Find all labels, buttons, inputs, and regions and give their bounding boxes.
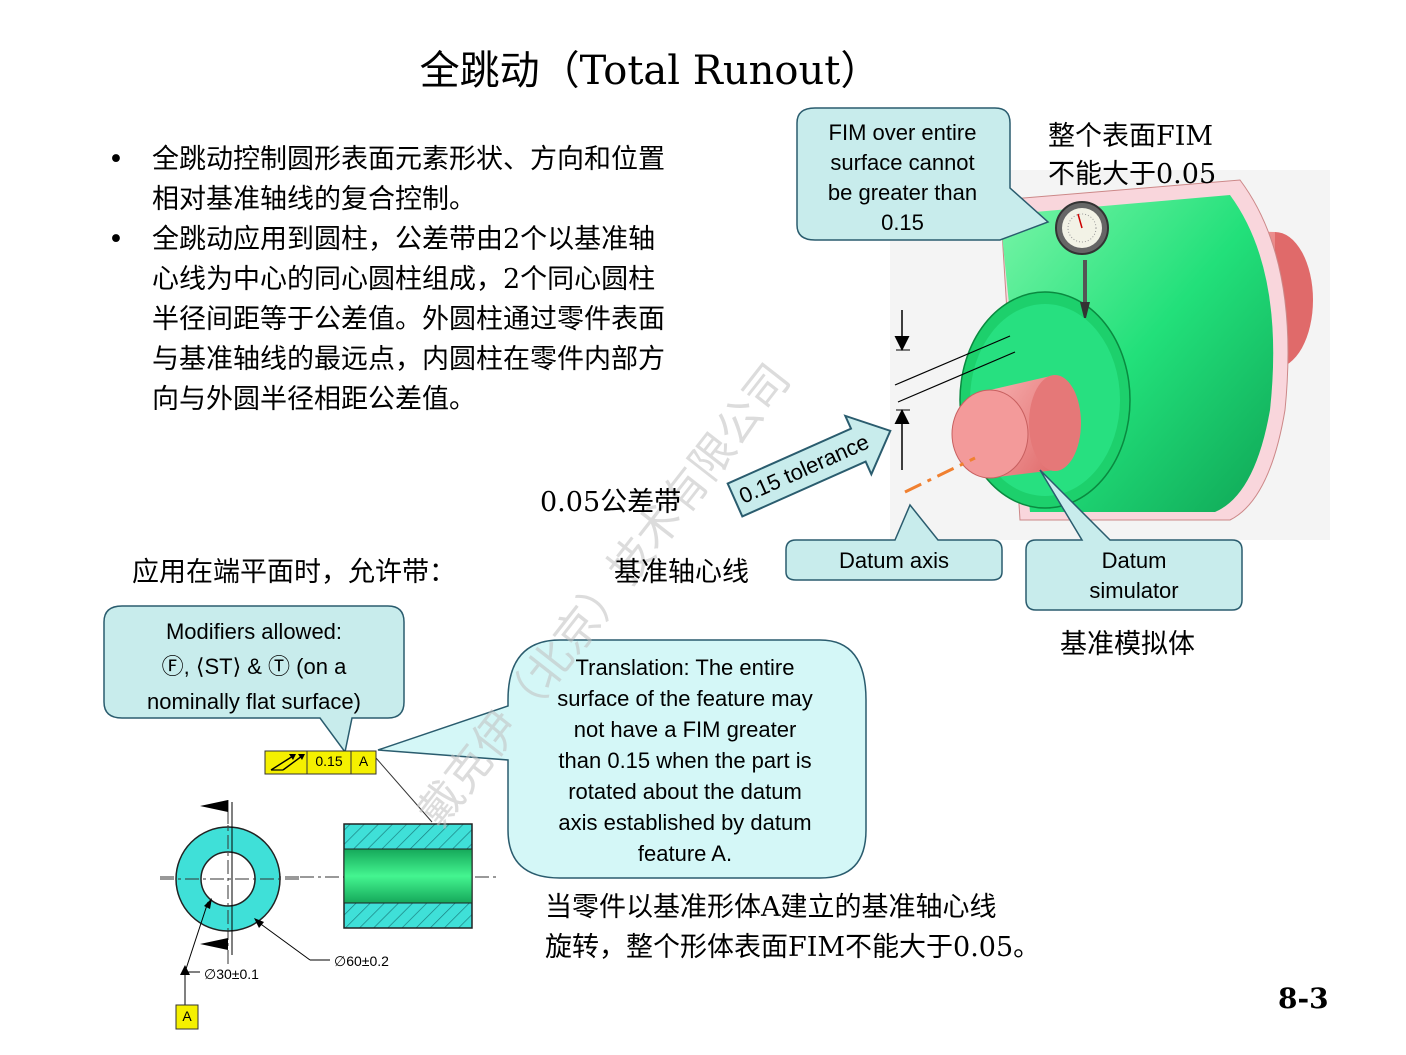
total-runout-icon [270, 754, 305, 771]
translation-line: feature A. [637, 841, 733, 866]
side-section-view [300, 823, 500, 929]
page-number: 8-3 [1278, 982, 1329, 1015]
outer-diameter-dim: ∅60±0.2 [334, 953, 389, 969]
translation-cn-label: 当零件以基准形体A建立的基准轴心线 旋转，整个形体表面FIM不能大于0.05。 [545, 888, 1040, 968]
translation-line: Translation: The entire [575, 655, 795, 680]
fim-line: FIM over entire [828, 120, 977, 145]
modifiers-line: Ⓕ, ⟨ST⟩ & Ⓣ (on a [161, 654, 347, 679]
datum-a-box [175, 1004, 199, 1030]
datum-simulator-cn-label: 基准模拟体 [1060, 629, 1195, 660]
translation-cn-line: 当零件以基准形体A建立的基准轴心线 [545, 892, 997, 923]
bullet-item: • 全跳动应用到圆柱，公差带由2个以基准轴心线为中心的同心圆柱组成，2个同心圆柱… [108, 220, 668, 420]
fim-cn-line: 不能大于0.05 [1048, 159, 1217, 190]
datum-axis-callout-bubble [785, 503, 1003, 581]
translation-line: surface of the feature may [557, 686, 813, 711]
modifiers-callout-text: Modifiers allowed: Ⓕ, ⟨ST⟩ & Ⓣ (on a nom… [104, 614, 404, 719]
datum-a-label: A [182, 1008, 192, 1024]
tolerance-zone-cn-label: 0.05公差带 [540, 487, 682, 518]
dial-indicator-icon [1055, 201, 1109, 318]
fim-line: surface cannot [830, 150, 975, 175]
bullet-text: 全跳动控制圆形表面元素形状、方向和位置相对基准轴线的复合控制。 [152, 144, 665, 215]
fim-line: 0.15 [881, 210, 924, 235]
modifiers-line: nominally flat surface) [147, 689, 361, 714]
feature-control-frame [264, 750, 433, 823]
datum-axis-line [904, 456, 976, 494]
translation-callout-bubble [377, 639, 867, 879]
translation-callout-text: Translation: The entire surface of the f… [520, 652, 850, 869]
fim-cn-line: 整个表面FIM [1048, 121, 1214, 152]
fim-callout-text: FIM over entire surface cannot be greate… [800, 118, 1005, 238]
translation-line: axis established by datum [558, 810, 812, 835]
fim-line: be greater than [827, 180, 978, 205]
bullet-text: 全跳动应用到圆柱，公差带由2个以基准轴心线为中心的同心圆柱组成，2个同心圆柱半径… [152, 224, 665, 415]
datum-axis-cn-label: 基准轴心线 [614, 557, 749, 588]
translation-cn-line: 旋转，整个形体表面FIM不能大于0.05。 [545, 932, 1041, 963]
bullet-list: • 全跳动控制圆形表面元素形状、方向和位置相对基准轴线的复合控制。 • 全跳动应… [108, 140, 668, 420]
inner-diameter-dim: ∅30±0.1 [204, 966, 259, 982]
translation-line: rotated about the datum [568, 779, 802, 804]
modifiers-line: Modifiers allowed: [165, 619, 343, 644]
translation-line: not have a FIM greater [573, 717, 797, 742]
datum-simulator-line: simulator [1089, 578, 1179, 603]
datum-simulator-callout-bubble [1025, 469, 1243, 611]
fcf-datum: A [358, 753, 369, 769]
page-title: 全跳动（Total Runout） [419, 48, 881, 94]
datum-simulator-line: Datum [1101, 548, 1167, 573]
flat-surface-cn-label: 应用在端平面时，允许带： [132, 557, 456, 588]
modifiers-callout-bubble [103, 605, 405, 754]
bullet-dot: • [108, 224, 124, 255]
bullet-item: • 全跳动控制圆形表面元素形状、方向和位置相对基准轴线的复合控制。 [108, 140, 668, 220]
datum-axis-callout-text: Datum axis [838, 548, 950, 573]
bullet-dot: • [108, 144, 124, 175]
tolerance-zone-marks [894, 310, 1016, 470]
fcf-tolerance: 0.15 [315, 753, 343, 769]
datum-simulator-callout-text: Datum simulator [1026, 546, 1242, 606]
tolerance-arrow [726, 414, 892, 518]
front-view-ring [160, 800, 330, 1005]
translation-line: than 0.15 when the part is [558, 748, 812, 773]
left-shaft [951, 375, 1081, 479]
fim-callout-bubble [796, 107, 1050, 241]
fim-cn-label: 整个表面FIM 不能大于0.05 [1048, 118, 1216, 194]
